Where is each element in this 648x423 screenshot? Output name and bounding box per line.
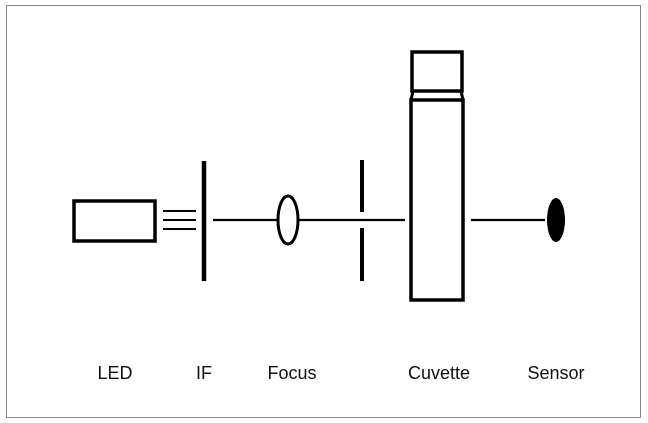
sensor-label: Sensor	[527, 363, 584, 383]
focus-lens	[276, 194, 300, 246]
light-beam-lines	[163, 210, 196, 230]
focus-label: Focus	[267, 363, 316, 383]
cuvette-label: Cuvette	[408, 363, 470, 383]
led-source	[72, 199, 157, 243]
diagram-frame	[6, 5, 641, 418]
filter-label: IF	[196, 363, 212, 383]
cuvette-cap	[410, 50, 464, 93]
sensor	[547, 198, 565, 242]
cuvette	[409, 50, 465, 302]
cuvette-body	[409, 98, 465, 302]
led-label: LED	[97, 363, 132, 383]
